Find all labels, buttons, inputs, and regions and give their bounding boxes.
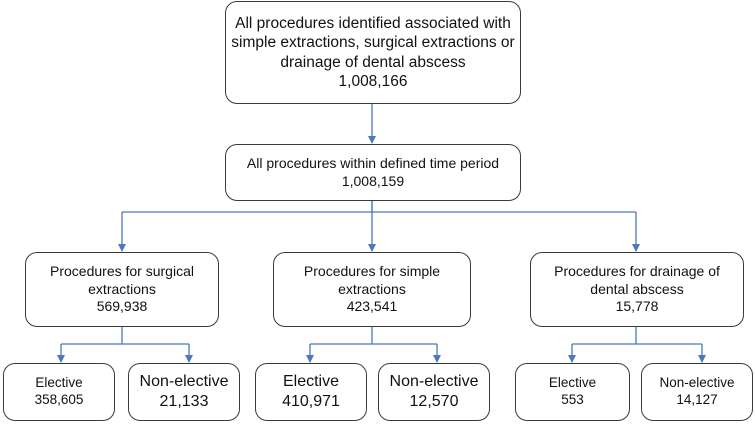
node-drainage-nonelective-count: 14,127 <box>676 392 718 407</box>
node-surgical-elective-label: Elective <box>35 375 83 391</box>
node-surgical-elective: Elective 358,605 <box>3 363 115 421</box>
node-time-period-count: 1,008,159 <box>341 172 405 189</box>
node-time-period-line-1: All procedures within defined time perio… <box>246 155 500 171</box>
node-surgical-line-2: extractions <box>88 280 156 297</box>
node-surgical-count: 569,938 <box>96 298 148 315</box>
node-simple-line-2: extractions <box>338 280 406 297</box>
node-drainage-nonelective: Non-elective 14,127 <box>641 363 753 421</box>
node-surgical-line-1: Procedures for surgical <box>50 263 194 280</box>
node-drainage-line-2: dental abscess <box>590 280 684 297</box>
node-surgical-elective-count: 358,605 <box>34 392 84 407</box>
node-simple-nonelective: Non-elective 12,570 <box>378 363 490 421</box>
node-all-procedures: All procedures identified associated wit… <box>225 1 521 104</box>
node-drainage-nonelective-label: Non-elective <box>659 375 735 391</box>
node-simple-line-1: Procedures for simple <box>303 263 441 280</box>
node-simple-elective: Elective 410,971 <box>255 363 367 421</box>
node-drainage-elective-count: 553 <box>561 392 584 407</box>
node-simple: Procedures for simple extractions 423,54… <box>273 252 471 327</box>
node-all-procedures-line-3: drainage of dental abscess <box>280 53 466 71</box>
node-drainage: Procedures for drainage of dental absces… <box>530 252 744 327</box>
node-surgical-nonelective-count: 21,133 <box>159 393 209 410</box>
node-simple-elective-count: 410,971 <box>282 393 340 410</box>
node-surgical-nonelective-label: Non-elective <box>139 373 229 390</box>
node-drainage-elective: Elective 553 <box>515 363 630 421</box>
node-all-procedures-line-2: simple extractions, surgical extractions… <box>231 34 515 52</box>
node-simple-nonelective-label: Non-elective <box>389 373 479 390</box>
node-simple-nonelective-count: 12,570 <box>409 393 459 410</box>
node-time-period: All procedures within defined time perio… <box>225 144 521 201</box>
node-drainage-line-1: Procedures for drainage of <box>554 263 720 280</box>
node-simple-count: 423,541 <box>346 298 398 315</box>
node-simple-elective-label: Elective <box>282 373 340 390</box>
node-drainage-count: 15,778 <box>615 298 659 315</box>
node-all-procedures-line-1: All procedures identified associated wit… <box>235 14 511 32</box>
node-surgical: Procedures for surgical extractions 569,… <box>25 252 219 327</box>
node-all-procedures-count: 1,008,166 <box>338 72 408 90</box>
node-surgical-nonelective: Non-elective 21,133 <box>128 363 240 421</box>
node-drainage-elective-label: Elective <box>548 375 597 391</box>
